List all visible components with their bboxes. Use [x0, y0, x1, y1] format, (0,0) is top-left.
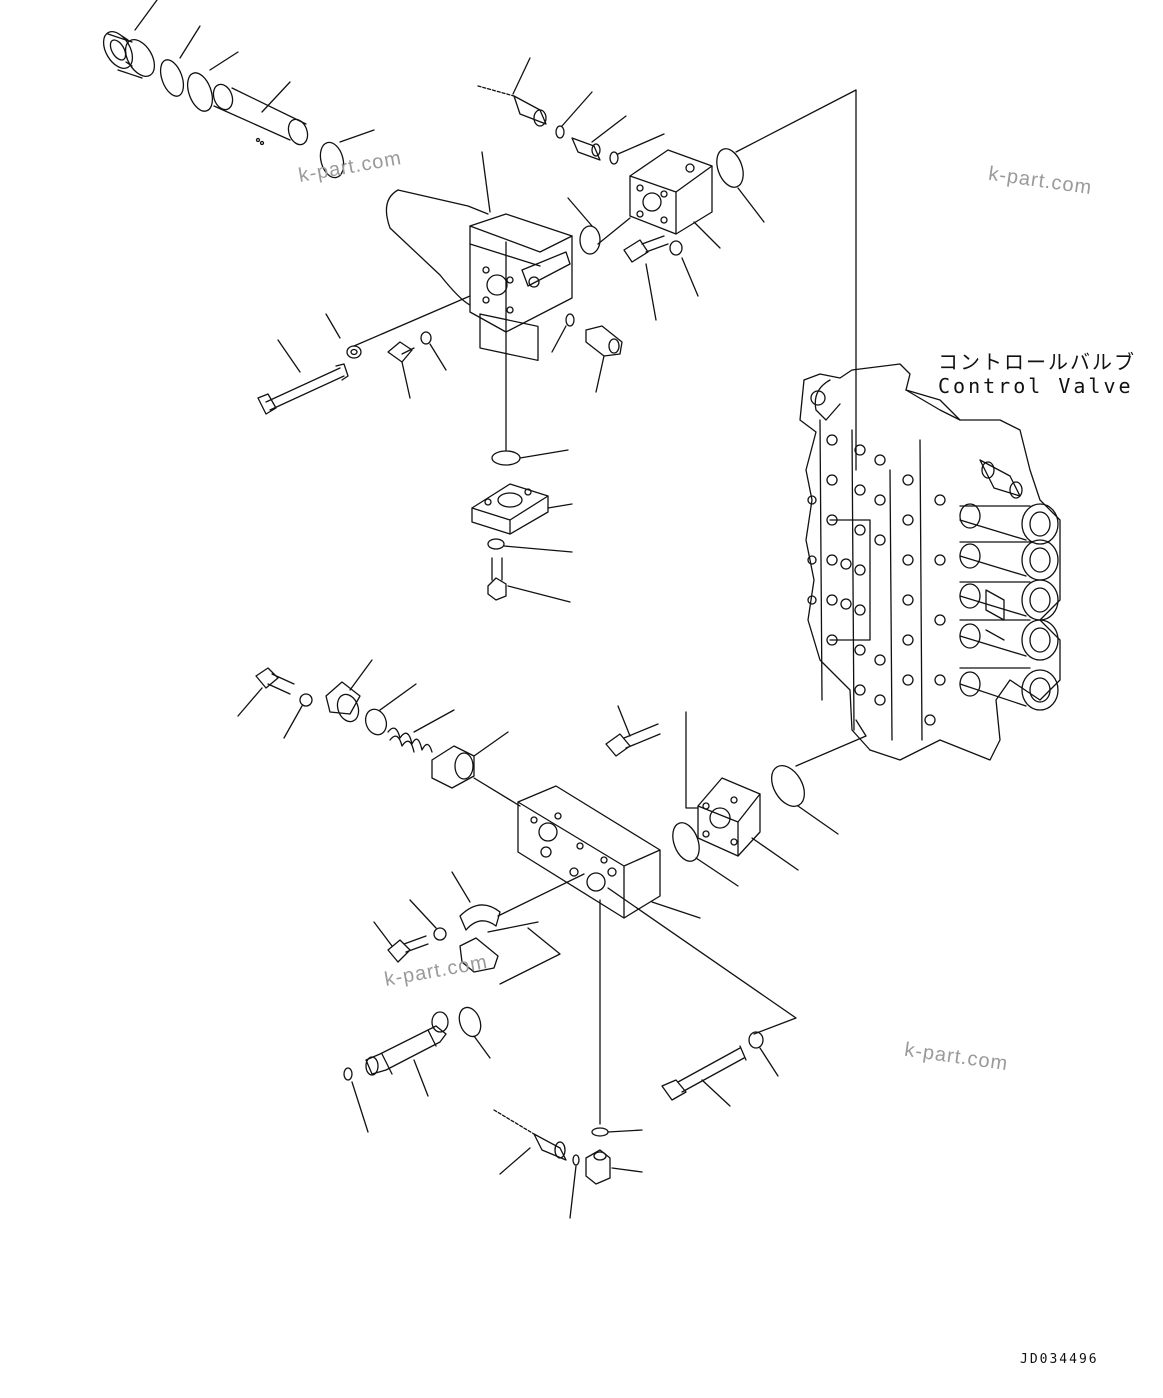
bolt-short-part — [623, 235, 669, 263]
o-ring-plate — [672, 822, 700, 862]
washer-1 — [346, 345, 362, 359]
bolt-clamp-part — [387, 935, 429, 963]
valve-block-lower — [517, 785, 661, 919]
plug-bolt-part — [387, 341, 415, 363]
small-o-ring-3 — [609, 151, 619, 165]
washer-4 — [299, 693, 313, 707]
clamp-lower-part — [459, 937, 499, 973]
o-ring-middle — [491, 450, 521, 466]
spring-cap-part — [325, 681, 361, 723]
o-ring-1 — [159, 59, 185, 97]
elbow-bottom-part — [585, 1149, 611, 1185]
small-o-ring-1 — [420, 331, 432, 345]
spool-part — [365, 1011, 449, 1076]
spring-part — [387, 727, 433, 753]
small-o-ring-6 — [591, 1127, 609, 1137]
o-ring-lower — [364, 708, 388, 736]
small-o-ring-4 — [565, 313, 575, 327]
spool-cap-part — [431, 745, 475, 789]
small-o-ring-5 — [343, 1067, 353, 1081]
pressure-sensor-part — [585, 325, 623, 357]
bolt-left-part — [255, 667, 295, 695]
sleeve-part — [212, 83, 309, 146]
elbow-fitting-part — [571, 137, 601, 161]
bolt-vertical-part — [487, 557, 507, 601]
washer-2 — [669, 240, 683, 256]
control-valve-label-en: Control Valve — [938, 374, 1134, 398]
washer-6 — [748, 1031, 764, 1049]
control-valve-label-jp: コントロールバルブ — [938, 350, 1136, 374]
o-ring-spool — [458, 1006, 482, 1038]
bottom-fitting-part — [533, 1133, 567, 1161]
plug-cap-part — [102, 31, 156, 79]
washer-5 — [433, 927, 447, 941]
long-bolt-lower-part — [661, 1045, 747, 1101]
drawing-code: JD034496 — [1020, 1352, 1099, 1367]
washer-3 — [487, 538, 505, 550]
sensor-fitting-part — [513, 95, 547, 127]
flange-part — [471, 483, 549, 535]
small-o-ring-2 — [555, 125, 565, 139]
clamp-upper-part — [459, 904, 501, 931]
o-ring-block — [579, 225, 601, 255]
valve-body-upper — [385, 189, 573, 362]
control-valve-assembly — [799, 363, 1061, 761]
o-ring-3 — [319, 141, 345, 179]
bolt-upper-right-part — [605, 723, 661, 757]
valve-block-upper-right — [629, 149, 713, 235]
o-ring-right — [716, 148, 744, 188]
long-bolt-part — [257, 363, 349, 415]
o-ring-2 — [186, 72, 214, 112]
small-o-ring-7 — [572, 1154, 580, 1166]
flange-plate-part — [697, 777, 761, 857]
o-ring-control-valve — [770, 765, 806, 807]
